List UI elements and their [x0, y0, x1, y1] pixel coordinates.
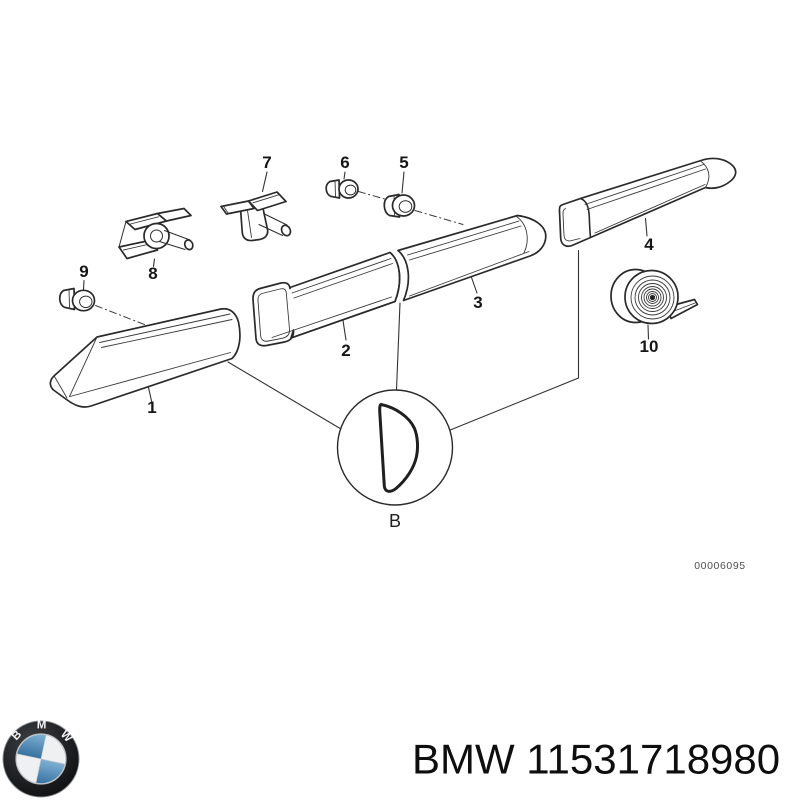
- part-6-grommet: [325, 179, 359, 199]
- callout-4: 4: [644, 235, 654, 254]
- molding-4-tip-facet: [700, 160, 710, 188]
- detail-leader-right: [448, 249, 580, 432]
- detail-view-b: B: [227, 249, 580, 531]
- callout-2: 2: [341, 341, 350, 360]
- detail-leader-top: [395, 302, 401, 391]
- detail-leader-left: [227, 361, 342, 430]
- mounting-direction-lines: [95, 191, 464, 326]
- logo-quadrant-sw: [16, 753, 42, 784]
- molding-2-outline: [252, 251, 401, 347]
- doc-number: 00006095: [694, 560, 746, 572]
- molding-4-cap-divider: [580, 198, 592, 239]
- callout-3: 3: [473, 293, 482, 312]
- molding-cross-section-profile: [378, 403, 420, 493]
- callout-7: 7: [262, 153, 271, 172]
- callouts: 1 2 3 4 5 6 7 8 9 10: [79, 153, 658, 417]
- tape-spiral: [630, 275, 675, 320]
- callout-10: 10: [640, 337, 659, 356]
- part-4-molding: [558, 157, 737, 248]
- part-2-molding: [252, 251, 401, 347]
- part-9-grommet: [58, 287, 96, 312]
- molding-4-outline: [558, 157, 737, 248]
- callout-5: 5: [399, 153, 408, 172]
- molding-2-seam: [389, 251, 401, 303]
- molding-4-grooves: [584, 164, 706, 234]
- logo-quadrant-nw: [16, 734, 47, 760]
- molding-1-end-facets: [54, 336, 98, 399]
- bmw-logo: B M W: [2, 719, 80, 798]
- logo-quadrant-ne: [40, 734, 66, 765]
- detail-label: B: [389, 511, 401, 531]
- molding-4-cap-inner: [562, 208, 581, 242]
- callout-9: 9: [79, 262, 88, 281]
- logo-letters: B M W: [10, 719, 74, 744]
- detail-circle: [336, 389, 454, 506]
- part-7-clip: [220, 191, 292, 242]
- footer-part-number: BMW 11531718980: [412, 736, 780, 783]
- logo-quadrants: [16, 734, 66, 784]
- molding-2-bottom-edge: [290, 300, 396, 339]
- callout-6: 6: [340, 153, 349, 172]
- part-8-clip: [118, 207, 194, 260]
- callout-1: 1: [147, 398, 156, 417]
- molding-2-grooves: [271, 258, 393, 338]
- part-1-molding: [49, 307, 241, 408]
- molding-3-end-facet: [516, 216, 528, 254]
- logo-letter-m: M: [37, 719, 47, 731]
- molding-1-grooves: [69, 313, 233, 397]
- molding-3-outline: [397, 214, 547, 302]
- molding-3-grooves: [407, 220, 530, 297]
- molding-2-cap-inner: [257, 288, 290, 342]
- callout-8: 8: [148, 264, 157, 283]
- part-5-grommet: [383, 193, 416, 218]
- part-3-molding: [397, 214, 547, 302]
- part-10-tape-roll: [610, 268, 699, 325]
- molding-1-outline: [49, 307, 241, 408]
- logo-quadrant-se: [35, 758, 66, 784]
